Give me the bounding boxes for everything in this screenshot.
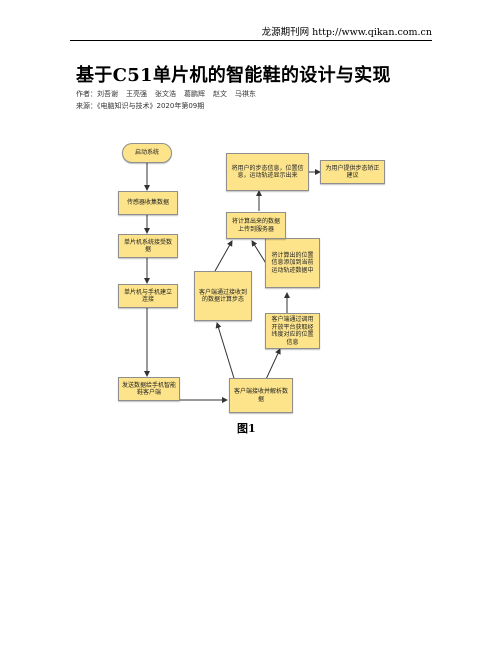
arrow [251, 240, 268, 266]
author-name: 王亮强 [126, 90, 147, 98]
authors-line: 作者：刘吾谢王亮强张文浩葛鹏辉赵文马祺东 [76, 89, 256, 99]
node-client-track: 客户端通过调用开放平台获取经纬度对应的位置信息 [265, 313, 320, 349]
node-client-receive: 客户端接收并解析数据 [229, 378, 293, 413]
node-sensor: 传感器收集数据 [118, 191, 178, 215]
arrow [215, 322, 238, 389]
author-name: 葛鹏辉 [184, 90, 205, 98]
node-send-phone: 发送数据给手机智能鞋客户端 [118, 377, 180, 401]
source-label: 来源： [76, 102, 97, 110]
node-upload: 将计算出来的数据上传到服务器 [226, 212, 286, 239]
figure-caption: 图1 [237, 422, 256, 435]
site-header: 龙源期刊网 http://www.qikan.com.cn [261, 27, 432, 38]
arrow [214, 240, 233, 272]
node-start: 启动系统 [122, 143, 172, 163]
source-value: 《电脑知识与技术》2020年第09期 [97, 102, 205, 110]
source-line: 来源：《电脑知识与技术》2020年第09期 [76, 101, 204, 111]
node-suggest: 为用户提供步态矫正建议 [320, 160, 385, 184]
author-name: 张文浩 [155, 90, 176, 98]
article-title: 基于C51单片机的智能鞋的设计与实现 [76, 65, 391, 86]
author-name: 赵文 [213, 90, 227, 98]
node-mcu-receive: 单片机系统接受数据 [118, 234, 178, 258]
node-display: 将用户的步态信息，位置信息，运动轨迹显示出来 [226, 153, 309, 191]
node-mcu-phone: 单片机与手机建立连接 [118, 284, 178, 308]
flowchart: 启动系统 传感器收集数据 单片机系统接受数据 单片机与手机建立连接 发送数据给手… [102, 133, 412, 423]
author-name: 刘吾谢 [97, 90, 118, 98]
node-client-calc: 客户端通过接收到的数据计算步态 [194, 271, 252, 321]
node-pos-add: 将计算出的位置信息添加到当前运动轨迹数据中 [265, 238, 320, 288]
author-name: 马祺东 [235, 90, 256, 98]
authors-label: 作者： [76, 90, 97, 98]
header-divider [70, 40, 432, 41]
